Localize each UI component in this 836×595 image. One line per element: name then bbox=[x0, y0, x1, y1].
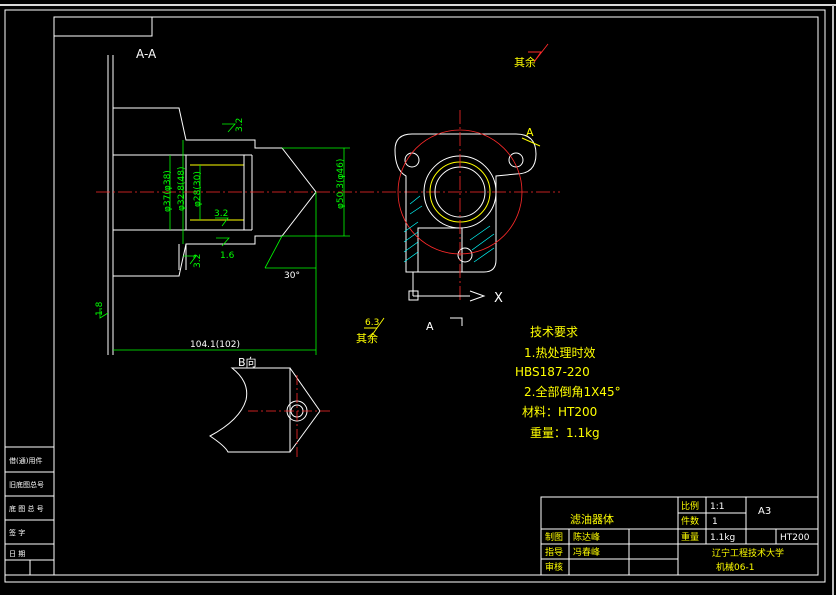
roughness-symbol-top bbox=[528, 43, 549, 63]
tech-req-title: 技术要求 bbox=[530, 325, 578, 339]
tb-instructor-label: 指导 bbox=[545, 546, 563, 558]
outer-border bbox=[4, 9, 826, 583]
view-a-indicator bbox=[450, 317, 463, 326]
top-view bbox=[394, 133, 537, 273]
dim-roughness-2: 3.2 bbox=[214, 209, 228, 219]
dim-angle-30: 30° bbox=[284, 271, 300, 281]
roughness-others-bottom: 其余 bbox=[356, 331, 378, 345]
roughness-value-6-3: 6.3 bbox=[365, 318, 379, 328]
dimension-lines bbox=[99, 123, 350, 355]
tb-qty-value: 1 bbox=[712, 517, 718, 527]
side-table-row5: 日 期 bbox=[9, 550, 25, 558]
tb-sheet-size: A3 bbox=[758, 506, 771, 517]
hatching bbox=[403, 195, 495, 263]
axis-label-x: X bbox=[494, 291, 503, 306]
tb-scale-label: 比例 bbox=[681, 500, 699, 512]
side-table bbox=[4, 446, 55, 576]
section-view bbox=[107, 55, 317, 355]
section-label: A-A bbox=[136, 47, 157, 61]
tech-req-line3: 2.全部倒角1X45° bbox=[524, 384, 621, 399]
view-b-label: B向 bbox=[238, 355, 257, 369]
tb-scale-value: 1:1 bbox=[710, 502, 724, 512]
roughness-symbol-bottom bbox=[364, 317, 385, 339]
dim-dia-32: φ32.8(48) bbox=[177, 167, 187, 211]
tb-school: 辽宁工程技术大学 bbox=[712, 547, 784, 559]
side-table-row1: 借(通)用件 bbox=[9, 456, 42, 465]
title-block bbox=[540, 496, 819, 576]
tb-instructor-name: 冯春峰 bbox=[573, 546, 600, 558]
tech-req-weight: 重量：1.1kg bbox=[530, 426, 600, 440]
view-a-label: A bbox=[426, 320, 434, 333]
dim-roughness-1: 3.2 bbox=[235, 118, 245, 132]
view-a-arrow-label: A bbox=[526, 126, 534, 139]
tb-review-label: 审核 bbox=[545, 561, 563, 573]
dim-roughness-4: 1.6 bbox=[220, 251, 235, 261]
tb-weight-value: 1.1kg bbox=[710, 533, 735, 543]
dim-dia-28: φ28(30) bbox=[193, 171, 203, 207]
dim-roughness-3: 3.2 bbox=[193, 254, 203, 268]
tb-part-name: 滤油器体 bbox=[570, 512, 614, 526]
side-table-row4: 签 字 bbox=[9, 528, 25, 537]
dim-dia-50: φ50.3(φ46) bbox=[336, 159, 346, 209]
tb-drawn-name: 陈达峰 bbox=[573, 531, 600, 543]
tech-req-line2: HBS187-220 bbox=[515, 365, 590, 379]
tech-req-line1: 1.热处理时效 bbox=[524, 345, 595, 360]
dim-length-104: 104.1(102) bbox=[190, 340, 240, 350]
dim-dia-37: φ37(φ38) bbox=[163, 170, 173, 212]
tb-qty-label: 件数 bbox=[681, 515, 699, 527]
side-table-row2: 旧底图总号 bbox=[9, 480, 44, 489]
roughness-others-top: 其余 bbox=[514, 55, 536, 69]
side-table-row3: 底 图 总 号 bbox=[9, 504, 44, 513]
view-a-arrow bbox=[521, 137, 541, 147]
coordinate-indicator bbox=[408, 272, 486, 302]
tb-drawing-no: 机械06-1 bbox=[716, 561, 754, 573]
tech-req-material: 材料：HT200 bbox=[522, 405, 597, 419]
tb-weight-label: 重量 bbox=[681, 531, 699, 543]
tb-material-value: HT200 bbox=[780, 533, 810, 543]
tb-drawn-label: 制图 bbox=[545, 531, 563, 543]
code-box bbox=[53, 16, 153, 37]
dim-roughness-5: 1.8 bbox=[95, 301, 105, 316]
view-b bbox=[209, 367, 321, 453]
